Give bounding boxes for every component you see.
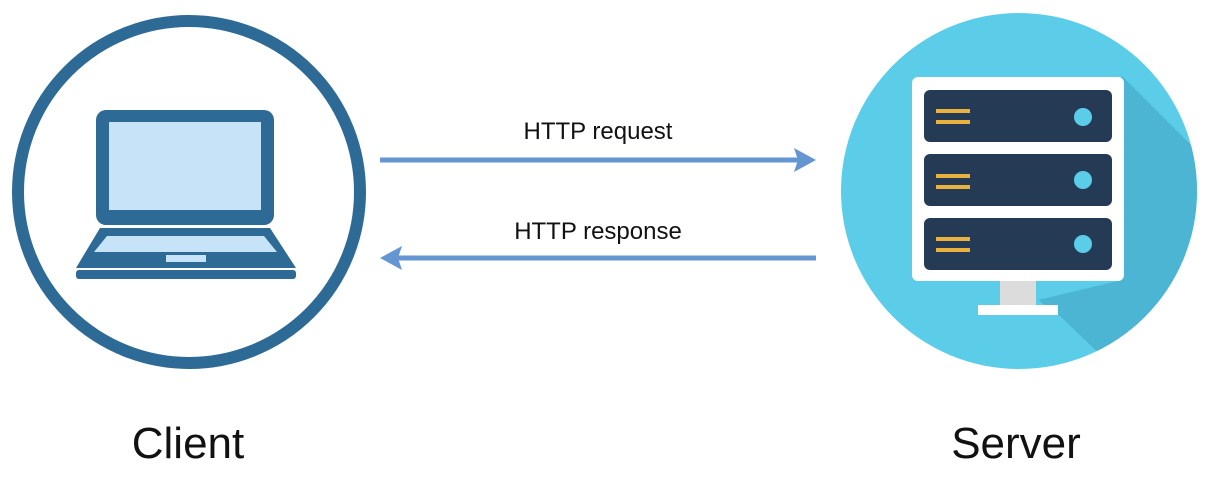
response-arrow (380, 246, 816, 270)
server-label: Server (951, 419, 1081, 468)
server-unit (924, 154, 1112, 206)
server-unit (924, 90, 1112, 142)
laptop-icon (76, 110, 296, 279)
server-node (841, 13, 1197, 369)
request-label: HTTP request (523, 118, 673, 145)
server-unit (924, 218, 1112, 270)
client-label: Client (131, 419, 245, 468)
server-rack-icon (912, 77, 1124, 315)
response-label: HTTP response (514, 218, 682, 245)
request-arrow (380, 148, 816, 172)
client-node (12, 15, 366, 369)
